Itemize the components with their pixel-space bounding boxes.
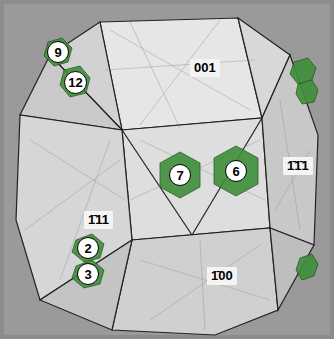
face-index: 1̄1̄1 bbox=[283, 157, 313, 175]
callout-number: 3 bbox=[84, 268, 91, 281]
callout-circle: 9 bbox=[47, 41, 69, 63]
callout-number: 9 bbox=[54, 46, 61, 59]
callout-circle: 12 bbox=[64, 71, 87, 94]
callout-number: 7 bbox=[176, 169, 183, 182]
face-index: 1̄00 bbox=[207, 267, 237, 285]
callout-number: 6 bbox=[232, 165, 239, 178]
callout-circle: 7 bbox=[169, 164, 191, 186]
face-index: 1̄11 bbox=[84, 211, 113, 229]
face-index: 001 bbox=[190, 59, 220, 77]
callout-number: 12 bbox=[68, 76, 82, 89]
callout-circle: 3 bbox=[77, 263, 99, 285]
callout-circle: 2 bbox=[77, 237, 99, 259]
callout-number: 2 bbox=[84, 242, 91, 255]
callout-circle: 6 bbox=[225, 160, 247, 182]
